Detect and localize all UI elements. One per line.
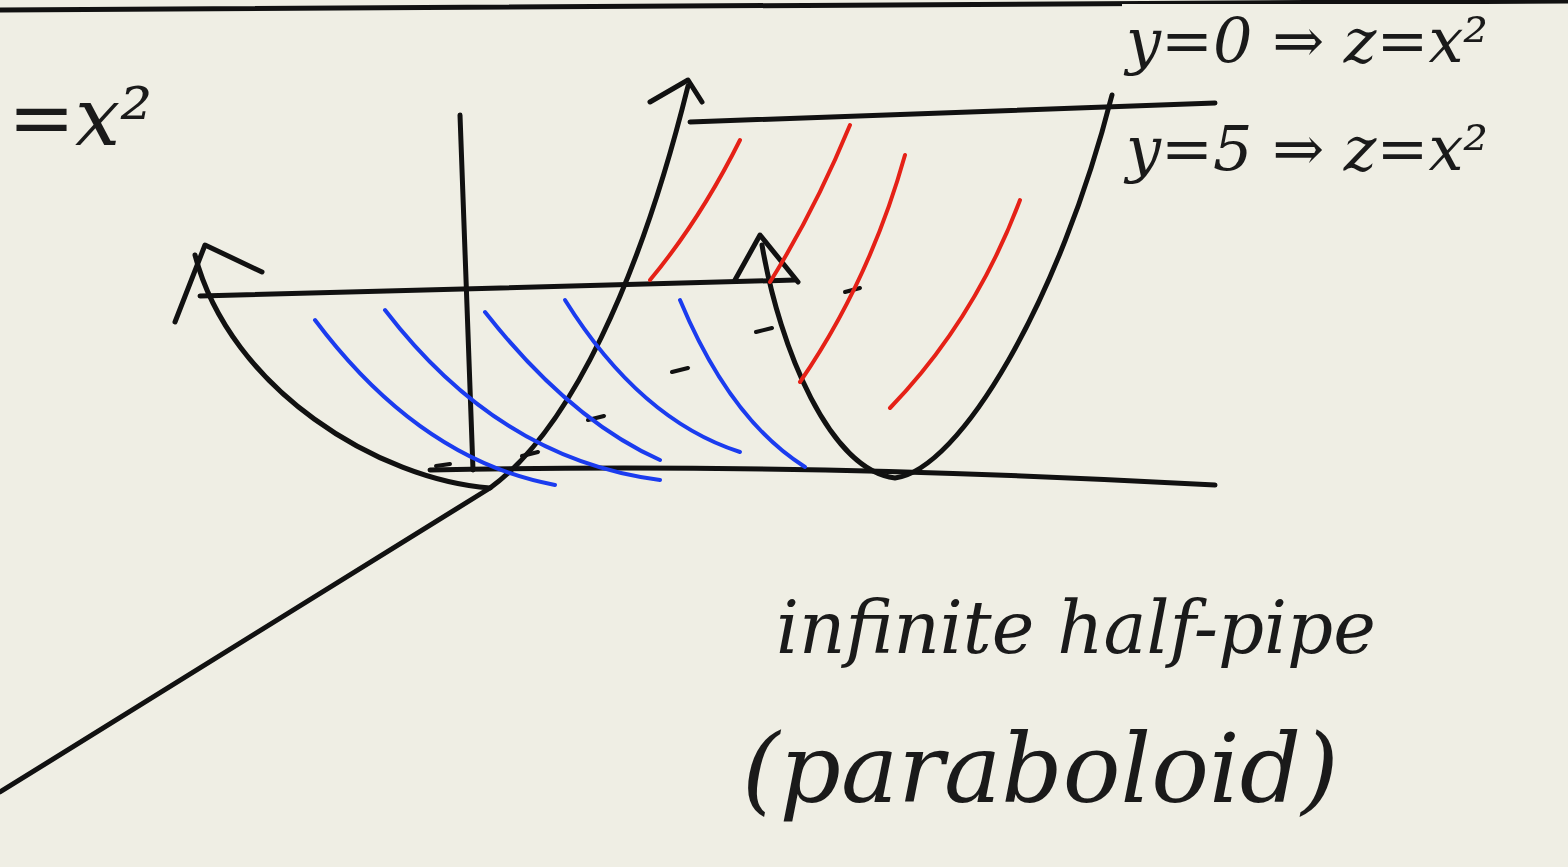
blue-rulings [315, 300, 805, 485]
red-cross-sections [650, 125, 1020, 408]
sketch-label: infinite half-pipe [772, 585, 1380, 671]
sketch-label: (paraboloid) [738, 712, 1343, 827]
parabola-curve [195, 86, 688, 488]
x-axis [0, 488, 490, 792]
arrowhead [735, 235, 798, 282]
sketch-label: y=5 ⇒ z=x² [1122, 112, 1492, 186]
arrowhead [650, 80, 702, 102]
level-line [200, 280, 795, 296]
sketch-label: y=0 ⇒ z=x² [1122, 4, 1492, 78]
sketch-label: =x² [4, 70, 156, 166]
parabola-curve [762, 95, 1112, 478]
tick-marks [436, 288, 860, 466]
z-axis [460, 115, 473, 470]
arrowhead [175, 245, 262, 322]
